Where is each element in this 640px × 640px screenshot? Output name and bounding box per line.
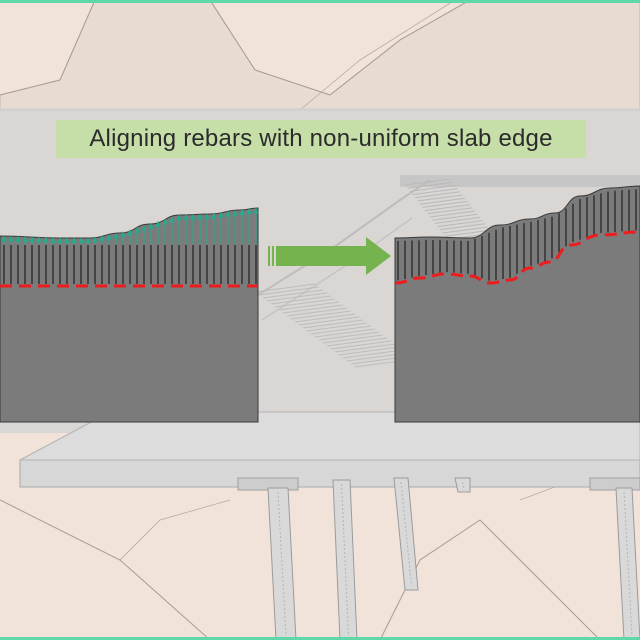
background-rebar: [282, 304, 344, 314]
background-rebar: [424, 204, 471, 212]
arrow-up-icon: [92, 236, 98, 243]
rebar-target-line-after: [394, 230, 640, 285]
arrow-up-icon: [36, 236, 42, 243]
background-rebar: [274, 298, 336, 308]
background-rebar: [432, 213, 478, 221]
background-rebar: [290, 310, 352, 320]
arrow-up-icon: [204, 213, 210, 220]
arrow-up-icon: [106, 233, 112, 240]
background-rebar: [412, 188, 458, 196]
background-rebar: [302, 319, 364, 329]
arrow-up-icon: [253, 207, 259, 214]
background-rebar: [429, 210, 476, 218]
background-rebar: [422, 200, 468, 208]
rebars-before: [3, 245, 257, 284]
column-rebar: [341, 483, 349, 637]
background-rebar: [278, 301, 340, 311]
background-rebar: [322, 334, 384, 344]
arrow-up-icon: [29, 236, 35, 243]
arrow-right-icon: [268, 237, 391, 275]
arrow-up-icon: [22, 235, 28, 242]
background-rebar: [439, 223, 486, 231]
arrow-up-icon: [232, 209, 238, 216]
background-rebar: [266, 292, 328, 302]
column-rebar: [462, 481, 465, 489]
background-rebar: [298, 316, 360, 326]
diagram-title: Aligning rebars with non-uniform slab ed…: [56, 120, 586, 158]
frame-top-accent: [0, 0, 640, 3]
background-rebar: [417, 194, 463, 202]
arrow-up-icon: [85, 237, 91, 243]
slab-after-panel: [394, 185, 640, 423]
column-rebar: [277, 491, 287, 637]
arrow-up-icon: [113, 232, 119, 239]
background-rebar: [318, 331, 380, 341]
background-rebar: [444, 229, 491, 237]
background-rebar: [434, 216, 481, 224]
arrow-up-icon: [134, 226, 140, 233]
column-rebar: [623, 491, 633, 637]
arrow-up-icon: [176, 214, 182, 221]
bridge-beam: [19, 411, 640, 491]
arrow-up-icon: [71, 237, 77, 243]
arrow-up-icon: [141, 224, 147, 231]
slab-before-panel: [0, 207, 259, 423]
background-rebar: [442, 226, 488, 234]
background-rebar: [414, 191, 461, 199]
arrow-up-icon: [218, 211, 224, 218]
arrow-up-icon: [183, 213, 189, 220]
background-rebar: [294, 313, 356, 323]
arrow-up-icon: [64, 237, 70, 243]
arrow-up-icon: [169, 216, 175, 223]
background-rebar: [258, 286, 320, 296]
arrow-up-icon: [211, 212, 217, 219]
support-columns: [267, 477, 640, 640]
arrow-up-icon: [162, 218, 168, 225]
background-rebar: [409, 184, 456, 192]
arrow-up-icon: [15, 235, 21, 242]
background-rebar: [342, 349, 404, 359]
arrow-up-icon: [78, 237, 84, 243]
background-rebar: [407, 181, 453, 189]
frame-bottom-accent: [0, 637, 640, 640]
background-rebar: [404, 178, 451, 186]
background-rebar: [338, 346, 400, 356]
background-rebar: [270, 295, 332, 305]
arrow-up-icon: [246, 208, 252, 214]
arrow-up-icon: [197, 213, 203, 220]
arrow-up-icon: [127, 229, 133, 235]
background-rebar: [427, 207, 473, 215]
column: [454, 477, 471, 493]
arrow-up-icon: [43, 236, 49, 243]
arrow-up-icon: [8, 235, 14, 242]
arrow-up-icon: [120, 231, 126, 238]
background-rebar: [306, 322, 368, 332]
background-rebar: [286, 307, 348, 317]
background-rebar: [419, 197, 466, 205]
background-rebar: [326, 337, 388, 347]
arrow-up-icon: [1, 235, 7, 242]
arrow-up-icon: [99, 235, 105, 241]
arrow-up-icon: [148, 222, 154, 229]
background-rebar: [254, 283, 316, 293]
arrow-up-icon: [190, 213, 196, 220]
slab-edge-markers: [1, 207, 259, 244]
rebars-after: [397, 189, 637, 281]
background-rebar: [310, 325, 372, 335]
background-rebar: [334, 343, 396, 353]
background-rebar: [262, 289, 324, 299]
arrow-up-icon: [155, 220, 161, 227]
background-rebar: [314, 328, 376, 338]
arrow-up-icon: [57, 237, 63, 243]
background-rebar: [330, 340, 392, 350]
arrow-up-icon: [239, 208, 245, 215]
arrow-up-icon: [225, 210, 231, 217]
column-rebar: [400, 481, 412, 587]
arrow-up-icon: [50, 236, 56, 243]
background-rebar: [437, 220, 483, 228]
